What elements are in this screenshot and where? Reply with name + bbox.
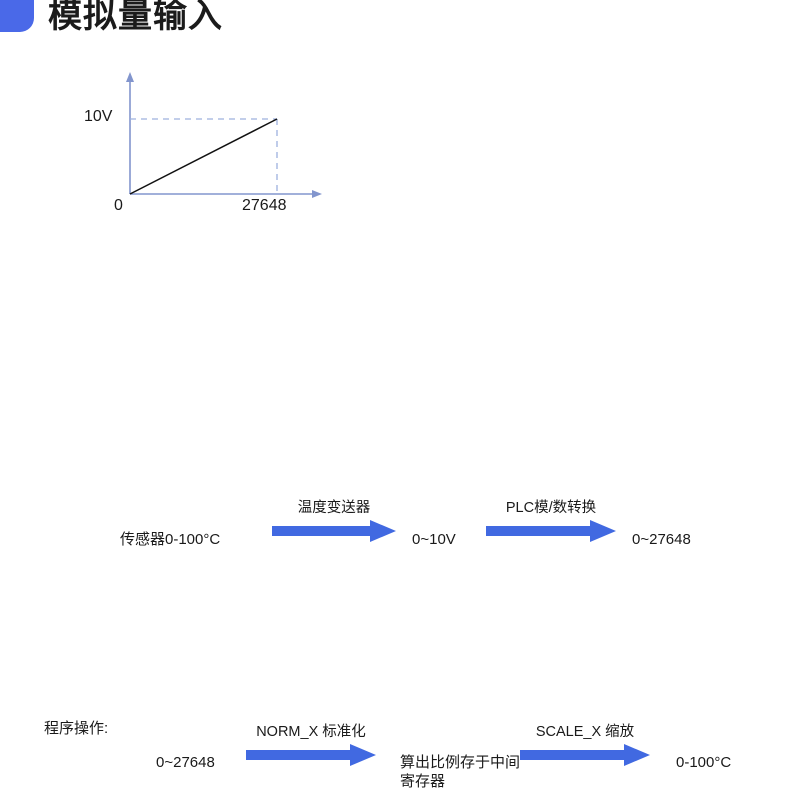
accent-block-icon [0, 0, 34, 32]
flow-arrow-transmitter-label: 温度变送器 [297, 500, 371, 516]
program-operation-row: 程序操作: 0~27648 NORM_X 标准化 算出比例存于中间寄存器 SCA… [0, 356, 800, 790]
page-title: 模拟量输入 [48, 0, 223, 35]
data-series-line [129, 118, 278, 195]
x-axis-arrowhead-icon [312, 190, 322, 198]
title-bar: 模拟量输入 [0, 0, 800, 56]
flow-node-raw-value: 0~27648 [632, 531, 691, 548]
right-arrow-icon [486, 520, 616, 542]
x-axis-tick-label-max: 27648 [242, 197, 287, 214]
flow-arrow-scale-x-label: SCALE_X 缩放 [535, 724, 635, 740]
right-arrow-icon [520, 744, 650, 766]
flow-arrow-adc-label: PLC模/数转换 [505, 500, 597, 516]
right-arrow-icon [272, 520, 396, 542]
analog-input-chart: 10V 0 27648 [70, 70, 360, 230]
flow-node-raw-input: 0~27648 [156, 754, 215, 771]
chart-svg [126, 72, 322, 198]
y-axis-arrowhead-icon [126, 72, 134, 82]
flow-node-engineering-value: 0-100°C [676, 754, 732, 771]
flow-node-sensor: 传感器0-100°C [120, 531, 221, 548]
x-axis-tick-label-zero: 0 [114, 197, 123, 214]
flow-node-voltage: 0~10V [412, 531, 456, 548]
y-axis-tick-label-10v: 10V [84, 108, 113, 125]
program-operation-label: 程序操作: [44, 720, 109, 737]
signal-chain-row: 传感器0-100°C 温度变送器 0~10V PLC模/数转换 0~27648 [0, 246, 800, 548]
flow-node-intermediate-register: 算出比例存于中间寄存器 [400, 754, 521, 790]
right-arrow-icon [246, 744, 376, 766]
flow-arrow-norm-x-label: NORM_X 标准化 [256, 724, 366, 740]
